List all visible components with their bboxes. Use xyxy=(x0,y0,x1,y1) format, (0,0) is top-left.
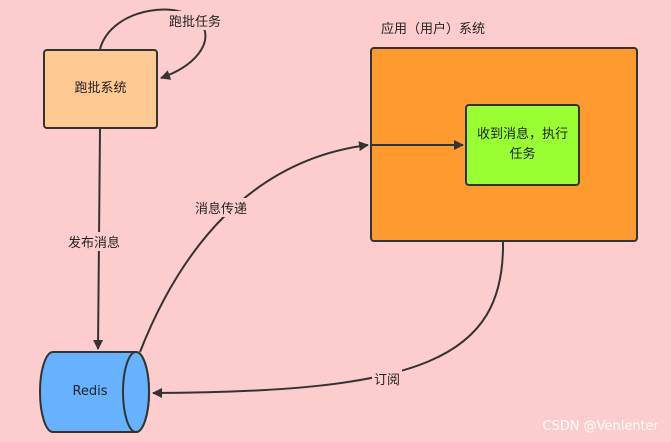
self-loop-label: 跑批任务 xyxy=(167,11,224,30)
subscribe-label: 订阅 xyxy=(372,369,403,388)
deliver-label: 消息传递 xyxy=(193,198,250,217)
publish-label: 发布消息 xyxy=(66,232,123,251)
receive-task-box xyxy=(465,104,580,186)
redis-label: Redis xyxy=(72,384,108,399)
watermark: CSDN @Venlenter xyxy=(542,419,659,434)
app-system-title: 应用（用户）系统 xyxy=(381,22,486,37)
batch-system-label: 跑批系统 xyxy=(74,81,127,96)
deliver-arrow xyxy=(139,141,369,353)
subscribe-arrow xyxy=(152,240,505,398)
receive-task-label: 收到消息，执行任务 xyxy=(476,127,568,162)
batch-system-box xyxy=(43,49,158,129)
redis-cylinder xyxy=(39,351,150,433)
